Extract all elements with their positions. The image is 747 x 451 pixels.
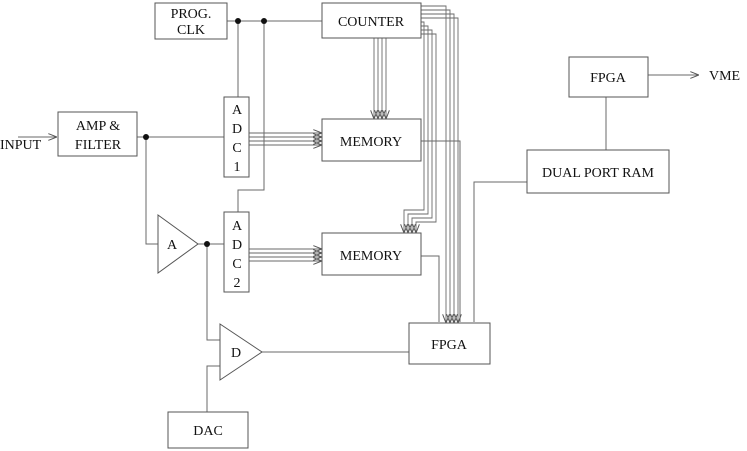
memory1-label: MEMORY — [340, 135, 402, 150]
amplifier-a-label: A — [167, 238, 178, 253]
amp-filter-label-2: FILTER — [75, 138, 122, 153]
adc2-label-a: A — [232, 219, 243, 234]
counter-to-fpga-bus — [421, 5, 458, 322]
fpga-top-label: FPGA — [590, 71, 627, 86]
adc2-label-2: 2 — [234, 276, 241, 291]
comparator-d-label: D — [231, 346, 241, 361]
fpga-top-block: FPGA — [568, 56, 649, 98]
prog-clk-label-1: PROG. — [171, 7, 212, 22]
counter-to-mem1-bus — [374, 38, 386, 118]
input-label: INPUT — [0, 138, 42, 153]
adc1-block: A D C 1 — [223, 96, 250, 178]
adc2-label-c: C — [232, 257, 241, 272]
counter-block: COUNTER — [321, 2, 422, 39]
amp-filter-label-1: AMP & — [76, 119, 120, 134]
amp-filter-block: AMP & FILTER — [57, 111, 138, 157]
comparator-d: D — [219, 323, 263, 381]
junction-dot — [261, 18, 267, 24]
junctions — [143, 18, 267, 247]
fpga-bottom-label: FPGA — [431, 338, 468, 353]
memory1-block: MEMORY — [321, 118, 422, 162]
wires — [18, 5, 698, 412]
memory2-label: MEMORY — [340, 249, 402, 264]
vme-label: VME — [709, 69, 740, 84]
fpga-to-ram-wire — [473, 181, 527, 322]
memory2-block: MEMORY — [321, 232, 422, 276]
prog-clk-block: PROG. CLK — [154, 2, 228, 40]
adc2-label-d: D — [232, 238, 242, 253]
amplifier-a: A — [157, 214, 199, 274]
adc2-block: A D C 2 — [223, 211, 250, 293]
dual-port-ram-block: DUAL PORT RAM — [526, 149, 670, 194]
adc2-to-mem2-bus — [249, 249, 321, 261]
junction-dot — [235, 18, 241, 24]
dual-port-ram-label: DUAL PORT RAM — [542, 166, 655, 181]
dac-label: DAC — [193, 424, 223, 439]
prog-clk-label-2: CLK — [177, 23, 205, 38]
adc1-label-1: 1 — [234, 160, 241, 175]
counter-to-mem2-bus — [404, 21, 437, 232]
junction-dot — [143, 134, 149, 140]
adc1-label-d: D — [232, 122, 242, 137]
mem1-to-fpga-wire — [421, 140, 461, 322]
clk-to-adc2-wire — [237, 21, 265, 212]
dac-to-d-wire — [206, 365, 220, 412]
dac-block: DAC — [167, 411, 249, 449]
junction-dot — [204, 241, 210, 247]
adc1-label-a: A — [232, 103, 243, 118]
fpga-bottom-block: FPGA — [408, 322, 491, 365]
counter-label: COUNTER — [338, 15, 405, 30]
adc1-label-c: C — [232, 141, 241, 156]
adc1-to-mem1-bus — [249, 133, 321, 145]
a-to-d-wire — [206, 244, 220, 341]
mem2-to-fpga-wire — [421, 255, 440, 322]
amp-to-a-wire — [145, 137, 158, 245]
